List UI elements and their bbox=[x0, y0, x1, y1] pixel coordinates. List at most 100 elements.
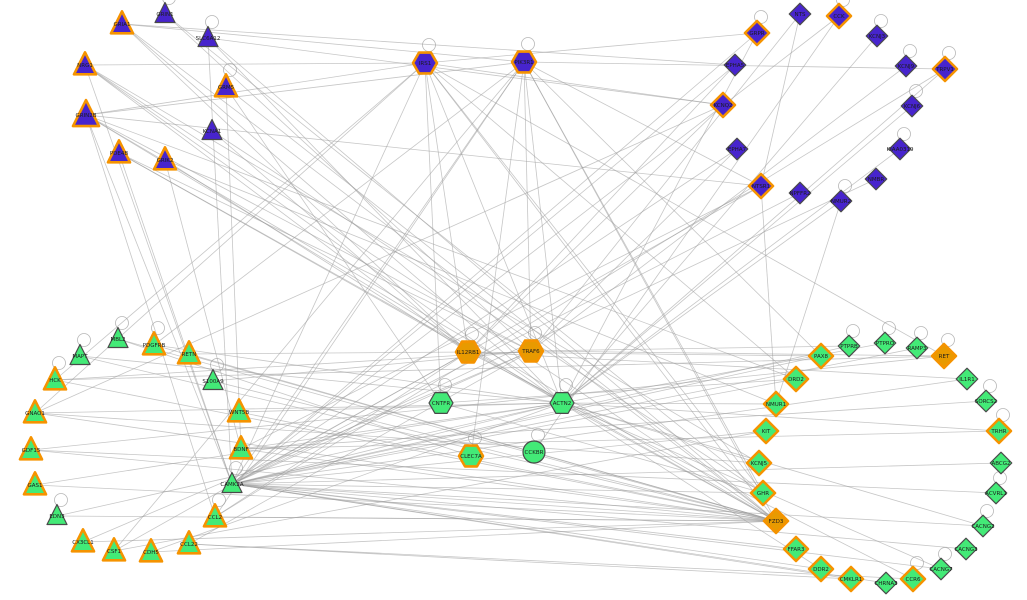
triangle-shape bbox=[70, 528, 96, 553]
edge-kcnj9-traf6 bbox=[530, 65, 907, 352]
edge-trhr-actn2 bbox=[561, 402, 1000, 432]
diamond-shape bbox=[745, 449, 773, 477]
edge-ddr2-camk2a bbox=[231, 483, 822, 570]
edge-gria1-epha5 bbox=[121, 23, 736, 66]
triangle-shape bbox=[176, 340, 202, 365]
edge-ptprb-camk2a bbox=[231, 345, 850, 485]
edge-ntsr1-nmur1 bbox=[760, 185, 777, 405]
node-il12rb1[interactable]: IL12RB1 bbox=[454, 340, 482, 364]
edge-mapt-actn2 bbox=[79, 355, 563, 404]
node-traf6[interactable]: TRAF6 bbox=[517, 339, 545, 363]
self-loop-ccl2 bbox=[212, 493, 226, 507]
edge-irs1-ret bbox=[424, 62, 945, 357]
triangle-shape bbox=[22, 471, 48, 496]
diamond-shape bbox=[989, 451, 1013, 475]
node-cntfr[interactable]: CNTFR bbox=[428, 392, 454, 414]
edge-fzd3-retn bbox=[188, 353, 777, 522]
hexagon-shape bbox=[549, 392, 575, 414]
edge-cmklr1-ccl22 bbox=[188, 543, 852, 580]
edge-acvrl1-gdf15 bbox=[30, 449, 997, 494]
edge-pdgfrb-actn2 bbox=[153, 344, 563, 404]
edge-pik3r1-actn2 bbox=[523, 61, 563, 404]
self-loop-camk2a bbox=[229, 461, 243, 475]
edge-pde4b-camk2a bbox=[118, 152, 233, 485]
edge-edn3-actn2 bbox=[56, 402, 563, 517]
hexagon-shape bbox=[428, 392, 454, 414]
diamond-shape bbox=[749, 479, 777, 507]
edge-grm5-bdnf bbox=[225, 86, 242, 450]
edge-ptprb-traf6 bbox=[530, 345, 850, 352]
edge-cck-camk2a bbox=[231, 15, 840, 485]
edge-ramp3-camk2a bbox=[231, 347, 918, 485]
diamond-shape bbox=[709, 91, 737, 119]
edge-cacng2-camk2a bbox=[231, 483, 984, 527]
diamond-shape bbox=[873, 331, 897, 355]
triangle-shape bbox=[46, 503, 68, 526]
self-loop-actn2 bbox=[559, 378, 573, 392]
edge-slc6a12-actn2 bbox=[207, 37, 563, 404]
edge-ccl2-il12rb1 bbox=[214, 351, 469, 518]
edge-cck-cckbr bbox=[533, 15, 840, 453]
triangle-shape bbox=[69, 343, 91, 366]
diamond-shape bbox=[894, 54, 918, 78]
node-clec7a[interactable]: CLEC7A bbox=[457, 444, 485, 468]
node-irs1[interactable]: IRS1 bbox=[411, 51, 439, 75]
triangle-shape bbox=[71, 98, 101, 128]
circle-shape bbox=[522, 440, 546, 464]
diamond-shape bbox=[905, 336, 929, 360]
self-loop-cacng7 bbox=[938, 547, 952, 561]
diamond-shape bbox=[865, 24, 889, 48]
self-loop-grm5 bbox=[223, 63, 237, 77]
diamond-shape bbox=[788, 181, 812, 205]
edge-nmur1-actn2 bbox=[561, 402, 777, 405]
triangle-shape bbox=[154, 1, 176, 24]
diamond-shape bbox=[900, 94, 924, 118]
edge-camk2a-traf6 bbox=[231, 350, 532, 485]
edge-kcna1-ghr bbox=[211, 130, 764, 494]
edge-cacng7-camk2a bbox=[231, 483, 942, 570]
hexagon-shape bbox=[411, 51, 439, 75]
edge-epha5-il12rb1 bbox=[467, 64, 736, 353]
edge-nrg1-kcnj5 bbox=[84, 64, 760, 464]
edge-fzd3-actn2 bbox=[561, 402, 777, 522]
hexagon-shape bbox=[510, 50, 538, 74]
triangle-shape bbox=[202, 503, 228, 528]
diamond-shape bbox=[985, 417, 1013, 445]
diamond-shape bbox=[762, 390, 790, 418]
edge-pik3r1-ccl2 bbox=[214, 61, 525, 518]
diamond-shape bbox=[955, 367, 979, 391]
edge-ffar3-camk2a bbox=[231, 483, 797, 550]
diamond-shape bbox=[874, 571, 898, 595]
triangle-shape bbox=[106, 139, 132, 164]
self-loop-mbl2 bbox=[115, 316, 129, 330]
edge-cacng7-actn2 bbox=[561, 402, 942, 570]
edge-npffr2-camk2a bbox=[231, 192, 801, 485]
edge-kit-camk2a bbox=[231, 430, 767, 485]
node-pik3r1[interactable]: PIK3R1 bbox=[510, 50, 538, 74]
edge-fzd3-edn3 bbox=[56, 515, 777, 522]
edge-gnao1-actn2 bbox=[34, 402, 563, 414]
triangle-shape bbox=[228, 435, 254, 460]
edge-grin2b-pik3r1 bbox=[85, 61, 525, 116]
edge-fzd3-gdf15 bbox=[30, 449, 777, 522]
edge-irs1-kcnq2 bbox=[424, 62, 724, 106]
self-loop-cntfr bbox=[438, 378, 452, 392]
edge-grik2-bdnf bbox=[164, 159, 242, 450]
triangle-shape bbox=[42, 366, 68, 391]
node-cckbr[interactable]: CCKBR bbox=[522, 440, 546, 464]
edge-bdnf-actn2 bbox=[240, 402, 563, 450]
diamond-shape bbox=[837, 565, 865, 593]
edge-fzd3-gnao1 bbox=[34, 412, 777, 522]
edge-irs1-il12rb1 bbox=[424, 62, 469, 353]
triangle-shape bbox=[22, 399, 48, 424]
triangle-shape bbox=[201, 118, 223, 141]
edge-nmbr-camk2a bbox=[231, 178, 877, 485]
diamond-shape bbox=[930, 342, 958, 370]
node-actn2[interactable]: ACTN2 bbox=[549, 392, 575, 414]
hexagon-shape bbox=[517, 339, 545, 363]
edge-pax8-camk2a bbox=[231, 355, 822, 485]
diamond-shape bbox=[888, 137, 912, 161]
